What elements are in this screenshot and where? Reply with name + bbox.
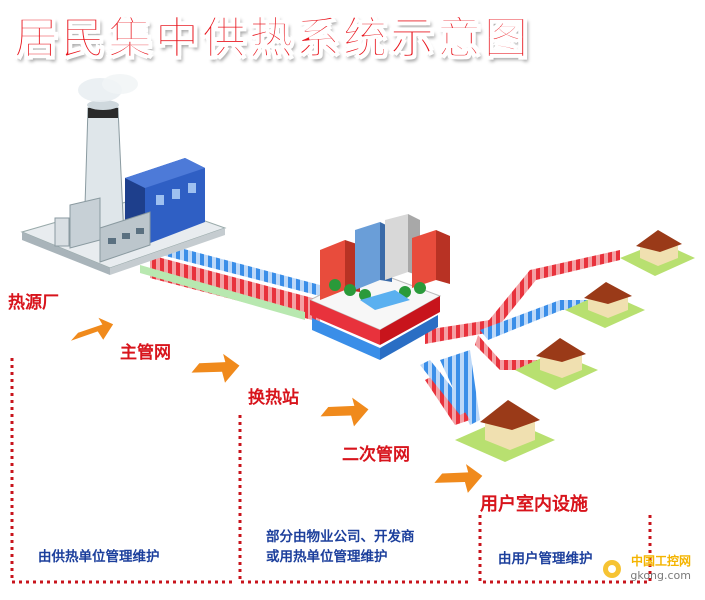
- arrow-secondary-to-user: [434, 464, 483, 493]
- user-houses: [455, 230, 695, 462]
- maintenance-boundaries: [10, 358, 652, 584]
- label-main-pipe-network: 主管网: [120, 343, 171, 363]
- arrow-plant-to-main: [70, 317, 114, 341]
- house-2: [565, 282, 645, 328]
- watermark-site-name: 中国工控网: [630, 554, 691, 568]
- heat-source-plant: [20, 74, 227, 275]
- label-heat-source-plant: 热源厂: [8, 293, 59, 313]
- note-user-maintenance: 由用户管理维护: [498, 551, 593, 567]
- house-3: [515, 338, 598, 390]
- watermark-domain: gkong.com: [630, 569, 691, 582]
- main-pipe-network: [140, 240, 320, 322]
- label-user-indoor-facilities: 用户室内设施: [480, 494, 588, 515]
- note-mixed-maintenance-line1: 部分由物业公司、开发商: [266, 529, 415, 545]
- page-title: 居民集中供热系统示意图: [14, 13, 531, 65]
- watermark: 中国工控网 gkong.com: [630, 552, 691, 582]
- gear-icon: [603, 560, 621, 578]
- arrow-main-to-station: [191, 353, 240, 383]
- label-secondary-pipe-network: 二次管网: [342, 445, 410, 465]
- boundary-heat-supplier: [10, 358, 232, 584]
- flow-arrows: [70, 317, 483, 493]
- label-heat-exchange-station: 换热站: [248, 388, 299, 408]
- house-1: [620, 230, 695, 276]
- note-heat-supplier-maintenance: 由供热单位管理维护: [38, 549, 160, 565]
- house-4: [455, 400, 555, 462]
- heat-exchange-station: [308, 214, 450, 360]
- arrow-station-to-secondary: [320, 397, 369, 427]
- note-mixed-maintenance-line2: 或用热单位管理维护: [266, 549, 388, 565]
